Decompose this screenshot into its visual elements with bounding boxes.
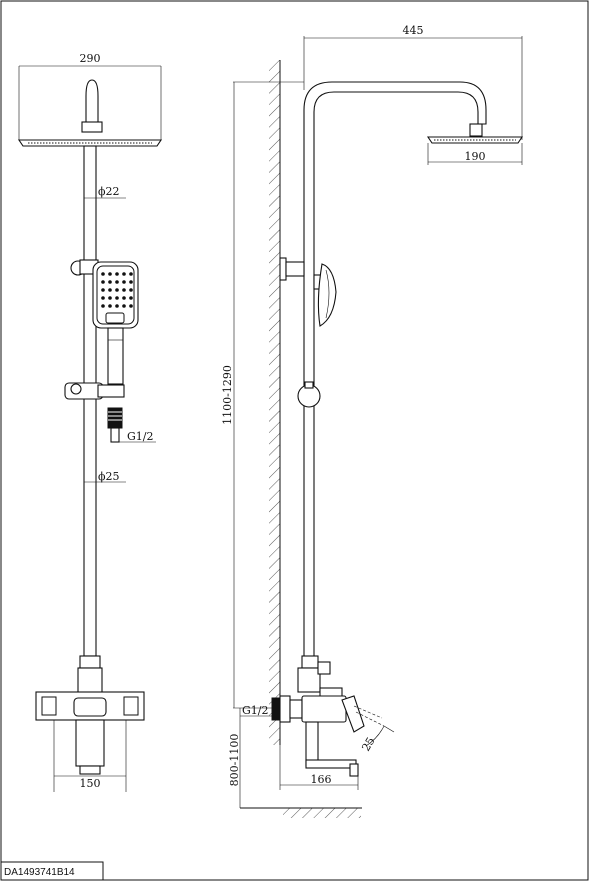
dim-mount-height-label: 800-1100	[228, 734, 241, 787]
model-code: DA1493741B14	[4, 867, 75, 878]
dim-height-range: 1100-1290	[221, 81, 304, 709]
handshower-handle	[107, 327, 124, 385]
handshower-nozzles	[101, 272, 133, 308]
dim-height-range-label: 1100-1290	[221, 365, 234, 425]
bath-spout-front	[75, 719, 105, 767]
dim-width-bottom: 150	[53, 720, 127, 792]
dim-reach: 445	[303, 24, 523, 140]
dim-angle: 25	[359, 725, 395, 754]
title-block: DA1493741B14	[0, 861, 104, 881]
dim-reach-label: 445	[403, 24, 424, 37]
bath-spout-side	[305, 721, 319, 767]
hose-connector: G1/2	[107, 407, 156, 443]
floor-section	[283, 808, 361, 818]
dim-thread-side: G1/2	[240, 704, 272, 717]
dim-mount-height: 800-1100	[228, 708, 241, 808]
dim-angle-label: 25	[359, 735, 377, 754]
riser-rod	[83, 145, 97, 657]
dim-thread-side-label: G1/2	[242, 704, 269, 717]
dim-dia-upper: ϕ22	[84, 185, 126, 199]
dim-width-bottom-label: 150	[80, 777, 101, 790]
dim-dia-lower: ϕ25	[84, 470, 126, 483]
riser-arm-side	[303, 81, 487, 657]
dim-dia-lower-label: ϕ25	[98, 470, 120, 483]
mixer-body-front	[35, 655, 145, 775]
dim-dia-upper-label: ϕ22	[98, 185, 120, 198]
dim-width-top-label: 290	[80, 52, 101, 65]
dim-head-diameter-label: 190	[465, 150, 486, 163]
front-view: 290 ϕ22	[17, 52, 163, 792]
overhead-shower-front	[17, 79, 163, 147]
handshower-head	[92, 261, 139, 329]
dim-spout-label: 166	[311, 773, 332, 786]
dim-spout: 166	[279, 745, 359, 790]
slide-bracket	[64, 382, 125, 400]
dim-thread-front-label: G1/2	[127, 430, 154, 443]
side-view: 445 190	[221, 24, 524, 818]
overhead-shower-side	[426, 123, 524, 144]
mixer-body-side	[271, 655, 385, 777]
mixer-lever	[341, 695, 365, 733]
handshower-holder	[70, 259, 139, 385]
dim-head-diameter: 190	[427, 143, 523, 165]
wall-section	[269, 60, 280, 745]
handshower-side	[313, 263, 337, 327]
dim-width-top: 290	[18, 52, 162, 140]
wall-bracket-upper	[279, 257, 305, 281]
